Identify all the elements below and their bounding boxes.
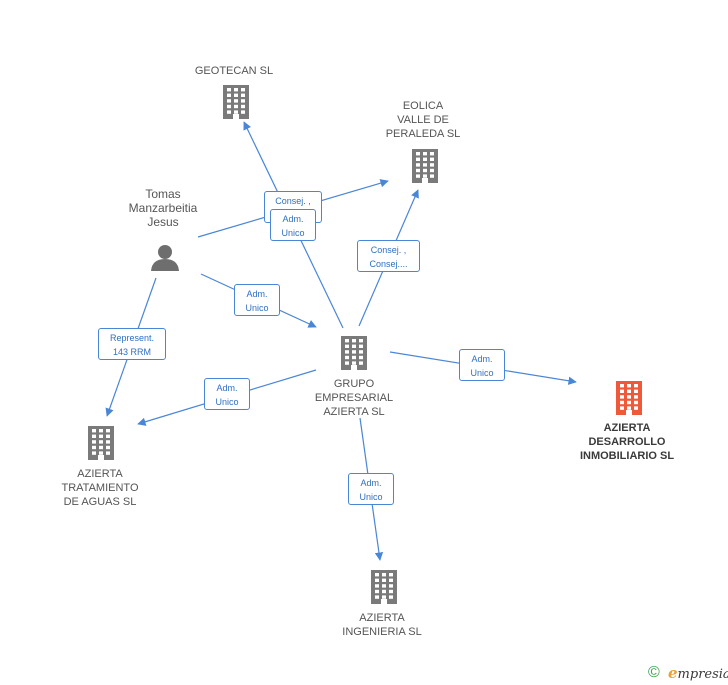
building-icon[interactable]	[616, 381, 642, 415]
empresia-logo[interactable]: empresia	[668, 664, 728, 682]
building-icon[interactable]	[412, 149, 438, 183]
building-icon[interactable]	[88, 426, 114, 460]
node-label-tomas[interactable]: Tomas Manzarbeitia Jesus	[128, 187, 198, 229]
brand-initial: e	[668, 664, 678, 682]
node-label-ingenieria[interactable]: AZIERTA INGENIERIA SL	[342, 612, 422, 638]
node-label-tratamiento[interactable]: AZIERTA TRATAMIENTO DE AGUAS SL	[61, 468, 139, 508]
edge-label-tomas-to-grupo[interactable]: Adm. Unico	[234, 284, 280, 316]
node-label-desarrollo[interactable]: AZIERTA DESARROLLO INMOBILIARIO SL	[579, 422, 675, 462]
building-icon[interactable]	[341, 336, 367, 370]
edge-label-grupo-to-geotecan[interactable]: Adm. Unico	[270, 209, 316, 241]
edge-label-tomas-to-tratamiento[interactable]: Represent. 143 RRM	[98, 328, 166, 360]
edge-label-grupo-to-desarrollo[interactable]: Adm. Unico	[459, 349, 505, 381]
copyright-symbol: ©	[648, 664, 660, 681]
edge-label-grupo-to-ingenieria[interactable]: Adm. Unico	[348, 473, 394, 505]
building-icon[interactable]	[371, 570, 397, 604]
edge-label-grupo-to-eolica[interactable]: Consej. , Consej....	[357, 240, 420, 272]
node-label-eolica[interactable]: EOLICA VALLE DE PERALEDA SL	[385, 100, 461, 140]
brand-rest: mpresia	[677, 667, 728, 682]
building-icon[interactable]	[223, 85, 249, 119]
node-label-geotecan[interactable]: GEOTECAN SL	[194, 65, 274, 77]
node-label-grupo[interactable]: GRUPO EMPRESARIAL AZIERTA SL	[314, 378, 394, 418]
edge-label-grupo-to-tratamiento[interactable]: Adm. Unico	[204, 378, 250, 410]
person-icon[interactable]	[151, 245, 179, 271]
